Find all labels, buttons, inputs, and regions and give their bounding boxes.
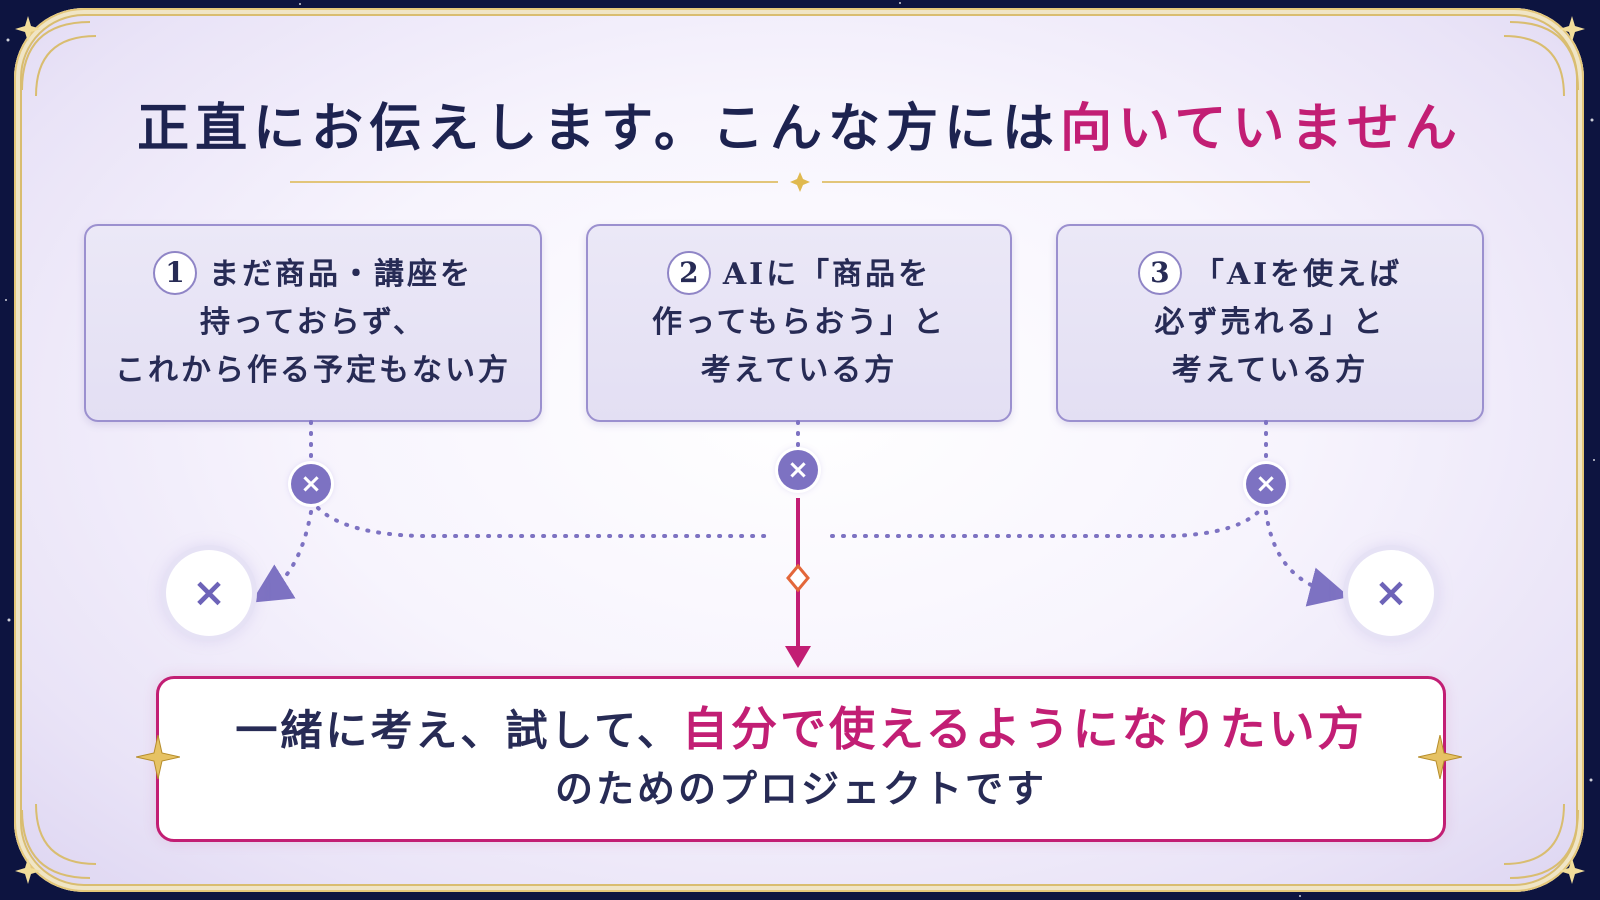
card-1-line-3: これから作る予定もない方 [115, 353, 511, 388]
card-1-line-1: 1 まだ商品・講座を [115, 251, 511, 299]
result-box: 一緒に考え、試して、自分で使えるようになりたい方 のためのプロジェクトです [156, 676, 1446, 842]
reject-outcome-left-icon: × [166, 550, 252, 636]
result-line-1: 一緒に考え、試して、自分で使えるようになりたい方 [235, 700, 1366, 760]
title-highlight: 向いていません [1059, 98, 1463, 159]
result-prefix: 一緒に考え、試して、 [235, 706, 682, 755]
reject-icon-1: × [291, 464, 331, 504]
card-2: 2 AIに「商品を 作ってもらおう」と 考えている方 [586, 224, 1012, 422]
card-2-line-1-text: AIに「商品を [722, 257, 932, 292]
card-3-line-1-text: 「AIを使えば [1193, 257, 1403, 292]
card-1-number-badge: 1 [153, 251, 197, 295]
card-2-line-1: 2 AIに「商品を [652, 251, 946, 299]
result-highlight: 自分で使えるようになりたい方 [682, 702, 1367, 756]
connector-left-reject [251, 510, 313, 603]
card-2-number-badge: 2 [666, 251, 711, 295]
main-arrow-head [785, 646, 811, 668]
sparkle-left-icon [136, 735, 180, 779]
card-1: 1 まだ商品・講座を 持っておらず、 これから作る予定もない方 [84, 224, 542, 422]
card-1-line-1-text: まだ商品・講座を [209, 257, 473, 292]
card-3-line-1: 3 「AIを使えば [1137, 251, 1403, 299]
sparkle-right-icon [1418, 735, 1462, 779]
card-1-text: 1 まだ商品・講座を 持っておらず、 これから作る予定もない方 [115, 251, 511, 395]
card-3-line-3: 考えている方 [1171, 353, 1369, 388]
card-3-number-badge: 3 [1137, 251, 1182, 295]
title-divider [290, 172, 1310, 192]
connector-right-horizontal [830, 506, 1264, 538]
card-3-text: 3 「AIを使えば 必ず売れる」と 考えている方 [1137, 251, 1403, 395]
card-3-line-2: 必ず売れる」と [1154, 305, 1386, 340]
reject-icon-2: × [778, 450, 818, 490]
result-line-2: のためのプロジェクトです [554, 766, 1047, 811]
card-3: 3 「AIを使えば 必ず売れる」と 考えている方 [1056, 224, 1484, 422]
card-1-line-2: 持っておらず、 [200, 305, 426, 340]
reject-icon-3: × [1246, 464, 1286, 504]
reject-outcome-right-icon: × [1348, 550, 1434, 636]
connector-right-reject [1264, 510, 1350, 607]
title-main: 正直にお伝えします。こんな方には [137, 98, 1060, 159]
card-2-line-2: 作ってもらおう」と [652, 305, 946, 340]
card-2-text: 2 AIに「商品を 作ってもらおう」と 考えている方 [652, 251, 946, 395]
connector-left-horizontal [316, 506, 770, 538]
page-title: 正直にお伝えします。こんな方には向いていません [0, 86, 1600, 161]
main-arrow-diamond [786, 563, 810, 593]
card-2-line-3: 考えている方 [700, 353, 898, 388]
